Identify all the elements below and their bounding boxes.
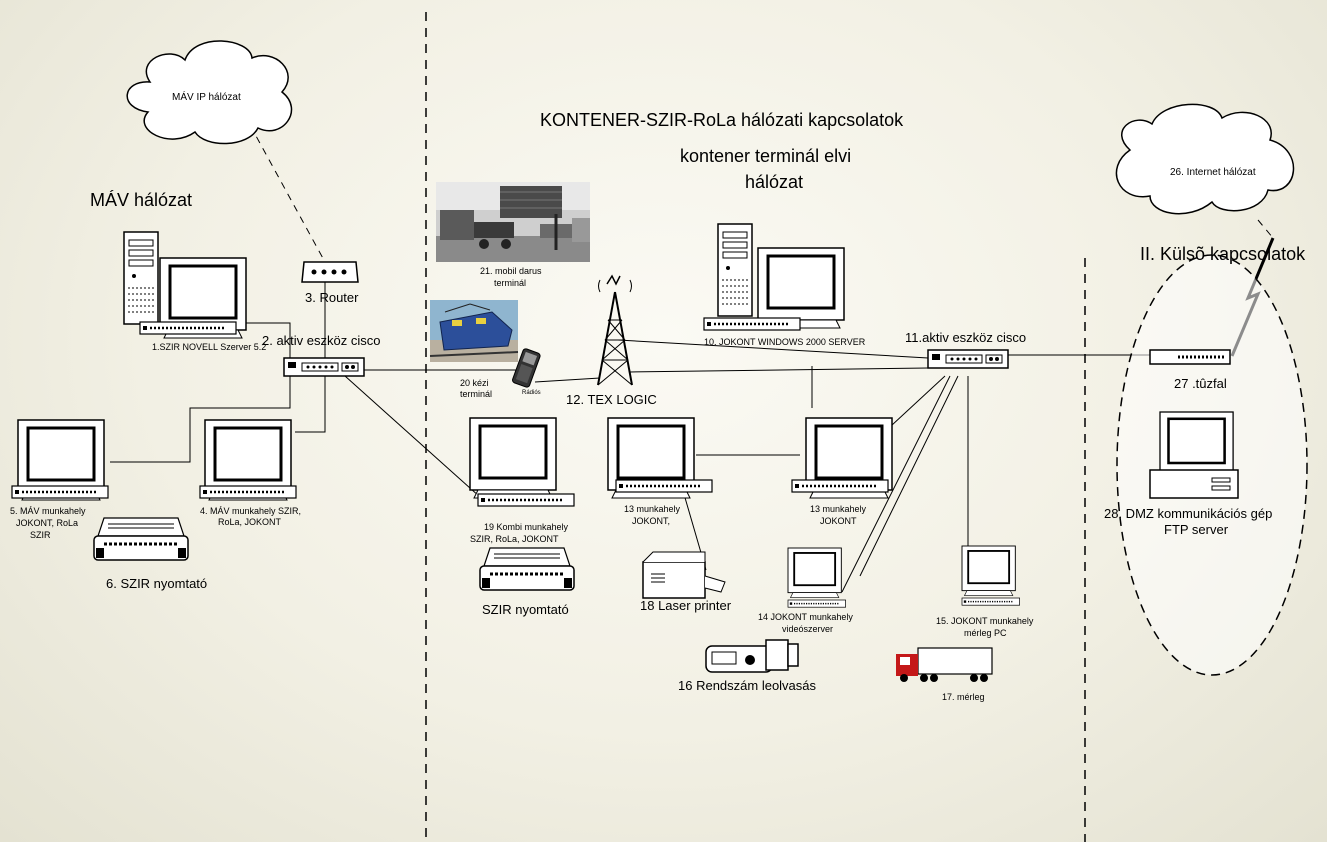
- label-ws-14-line-1: 14 JOKONT munkahely: [758, 612, 853, 622]
- mobile-crane-photo: [436, 182, 590, 262]
- truck-scale-icon: [896, 647, 993, 682]
- label-ws-13b-line-2: JOKONT: [820, 516, 857, 526]
- handheld-terminal-icon: [512, 348, 541, 388]
- server-1-tower-icon: [123, 231, 159, 325]
- locomotive-photo: [429, 300, 519, 362]
- label-ws-13b-line-1: 13 munkahely: [810, 504, 867, 514]
- ws-14-keyboard-icon: [787, 599, 847, 608]
- ws-15-monitor-icon: [961, 545, 1017, 597]
- label-ws-4-line-1: 4. MÁV munkahely SZIR,: [200, 506, 301, 516]
- internet-cloud-icon: [1115, 103, 1295, 215]
- label-crane-21-line-1: 21. mobil darus: [480, 266, 542, 276]
- label-handheld-20-line-1: 20 kézi: [460, 378, 489, 388]
- label-ws-4-line-2: RoLa, JOKONT: [218, 517, 282, 527]
- label-router-3: 3. Router: [305, 290, 359, 305]
- label-server-10: 10. JOKONT WINDOWS 2000 SERVER: [704, 337, 866, 347]
- ws-13b-keyboard-icon: [790, 478, 890, 494]
- firewall-27-icon: [1149, 349, 1231, 365]
- label-laser-18: 18 Laser printer: [640, 598, 732, 613]
- zone-label-mav: MÁV hálózat: [90, 190, 192, 210]
- mav-ip-cloud-icon: [126, 40, 293, 145]
- cloud-label-mav-ip: MÁV IP hálózat: [172, 90, 241, 103]
- label-szir-printer: SZIR nyomtató: [482, 602, 569, 617]
- label-crane-21-line-2: terminál: [494, 278, 526, 288]
- label-ws-15-line-1: 15. JOKONT munkahely: [936, 616, 1034, 626]
- dmz-28-case-icon: [1149, 469, 1239, 499]
- page-title: KONTENER-SZIR-RoLa hálózati kapcsolatok: [540, 110, 904, 130]
- szir-printer-6-icon: [92, 516, 190, 562]
- label-dmz-28-line-1: 28. DMZ kommunikációs gép: [1104, 506, 1272, 521]
- label-ws-14-line-2: videószerver: [782, 624, 833, 634]
- label-ws-19-line-1: 19 Kombi munkahely: [484, 522, 569, 532]
- ws-15-keyboard-icon: [961, 597, 1021, 606]
- radio-tower-icon: [597, 274, 633, 386]
- label-ws-5-line-1: 5. MÁV munkahely: [10, 506, 86, 516]
- server-10-keyboard-icon: [702, 316, 802, 332]
- label-scale-17: 17. mérleg: [942, 692, 985, 702]
- label-switch-11: 11.aktiv eszköz cisco: [905, 330, 1026, 345]
- label-printer-6: 6. SZIR nyomtató: [106, 576, 207, 591]
- label-ws-5-line-2: JOKONT, RoLa: [16, 518, 78, 528]
- label-ws-15-line-2: mérleg PC: [964, 628, 1007, 638]
- subtitle-line-2: hálózat: [745, 172, 803, 192]
- server-10-tower-icon: [717, 223, 753, 317]
- connections: [110, 113, 1274, 593]
- ws-13a-keyboard-icon: [614, 478, 714, 494]
- label-ws-5-line-3: SZIR: [30, 530, 51, 540]
- cloud-label-internet: 26. Internet hálózat: [1170, 167, 1256, 178]
- label-server-1: 1.SZIR NOVELL Szerver 5.2: [152, 342, 266, 352]
- ws-19-monitor-icon: [468, 416, 558, 500]
- ws-5-keyboard-icon: [10, 484, 110, 500]
- subtitle-line-1: kontener terminál elvi: [680, 146, 851, 166]
- ws-4-keyboard-icon: [198, 484, 298, 500]
- label-ws-19-line-2: SZIR, RoLa, JOKONT: [470, 534, 559, 544]
- szir-printer-icon: [478, 546, 576, 592]
- label-camera-16: 16 Rendszám leolvasás: [678, 678, 817, 693]
- label-firewall-27: 27 .tûzfal: [1174, 376, 1227, 391]
- label-tower-12: 12. TEX LOGIC: [566, 392, 657, 407]
- router-icon: [301, 261, 359, 283]
- label-handheld-20-line-2: terminál: [460, 389, 492, 399]
- label-dmz-28-line-2: FTP server: [1164, 522, 1229, 537]
- laser-printer-icon: [642, 551, 726, 599]
- switch-11-icon: [927, 349, 1009, 369]
- label-ws-13a-line-1: 13 munkahely: [624, 504, 681, 514]
- video-camera-icon: [705, 639, 799, 673]
- label-ws-13a-line-2: JOKONT,: [632, 516, 670, 526]
- ws-19-keyboard-icon: [476, 492, 576, 508]
- switch-2-icon: [283, 357, 365, 377]
- zone-label-external: II. Külsõ kapcsolatok: [1140, 244, 1306, 264]
- label-radio: Rádiós: [522, 390, 541, 396]
- ws-14-monitor-icon: [787, 547, 843, 599]
- server-1-keyboard-icon: [138, 320, 238, 336]
- server-10-monitor-icon: [756, 246, 846, 330]
- label-switch-2: 2. aktiv eszköz cisco: [262, 333, 381, 348]
